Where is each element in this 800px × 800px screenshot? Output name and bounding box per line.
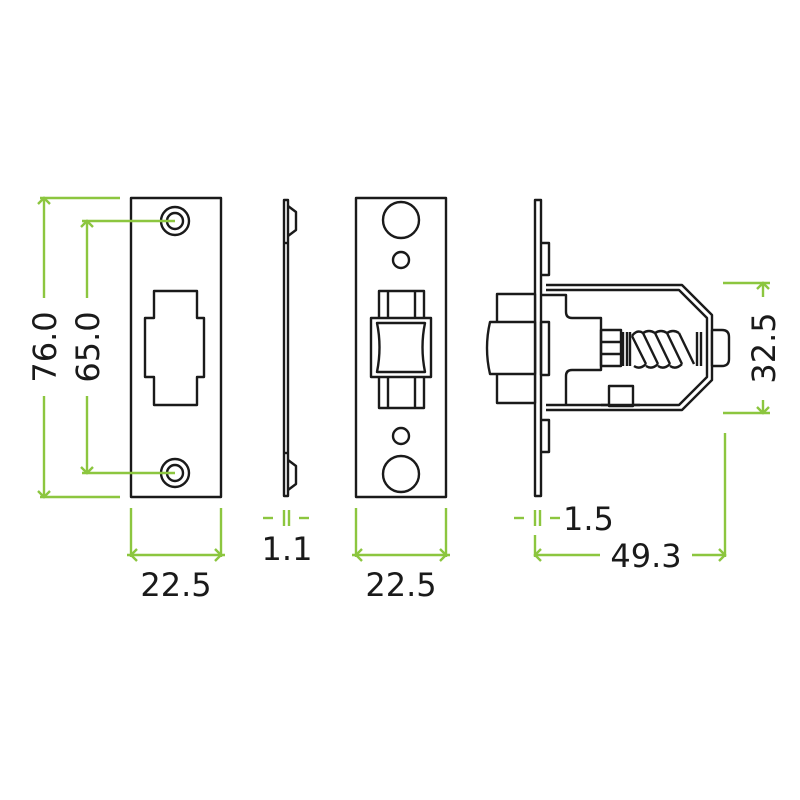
spring [621,329,703,369]
striker-plate-front-view [129,196,223,499]
label-striker-thickness: 1.1 [262,530,313,568]
forend-front-view [354,196,448,499]
label-forend-thickness: 1.5 [563,500,614,538]
label-case-height: 32.5 [745,312,783,383]
label-forend-width: 22.5 [365,566,436,604]
label-latch-depth: 49.3 [610,537,681,575]
dimension-lines [37,196,770,562]
dimension-labels: 76.0 65.0 22.5 1.1 22.5 1.5 49.3 32.5 [26,311,783,604]
latch-side-view [485,198,731,498]
label-striker-height: 76.0 [26,311,64,382]
label-hole-centres: 65.0 [69,311,107,382]
label-striker-width: 22.5 [140,566,211,604]
striker-plate-side-view [282,198,298,498]
